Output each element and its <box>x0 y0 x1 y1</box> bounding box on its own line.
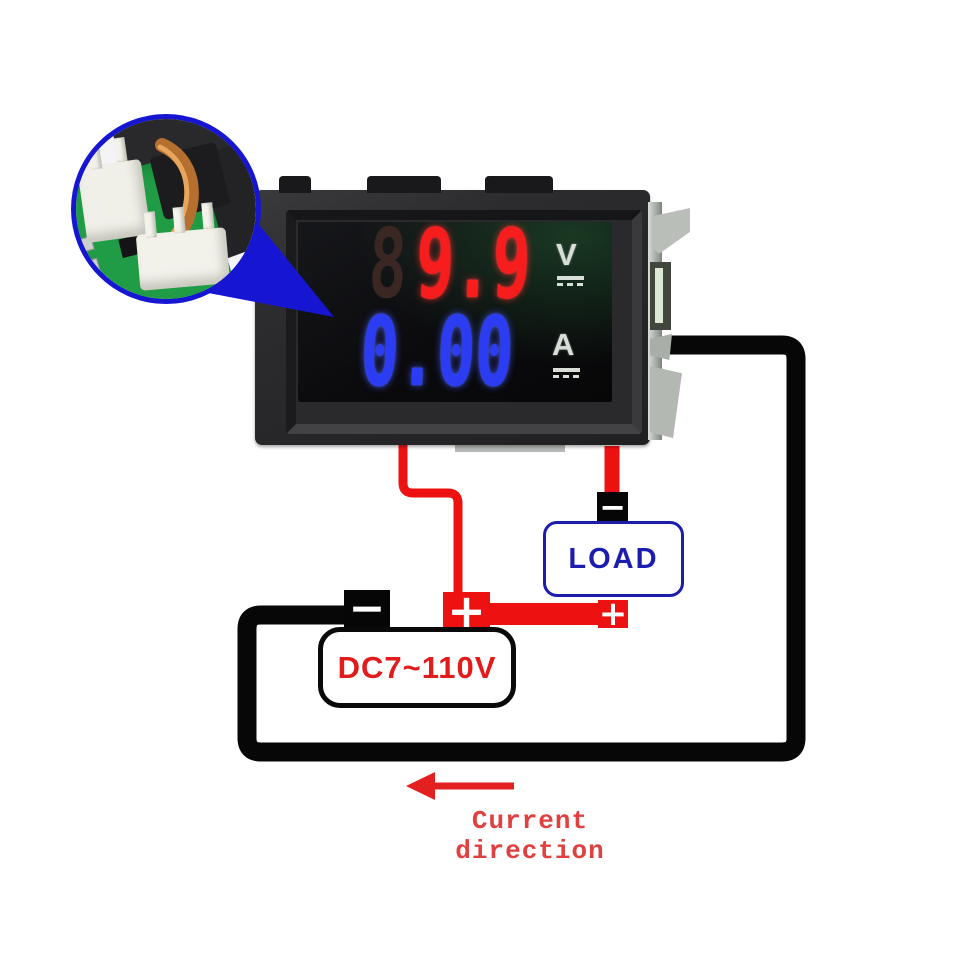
side-connector-pin <box>655 268 663 323</box>
load-label: LOAD <box>568 542 659 575</box>
dc-symbol-icon <box>557 276 584 286</box>
dc-symbol-line <box>557 276 584 280</box>
black-negative-loop-wire <box>237 335 806 762</box>
volts-unit-label: V <box>556 237 577 272</box>
dc-symbol-icon <box>553 368 580 378</box>
red-voltage-sense-wire <box>398 441 463 602</box>
power-source-label: DC7~110V <box>337 649 497 685</box>
display-glass: 89.9 0.00 V A <box>298 222 612 402</box>
mounting-tab <box>485 176 553 193</box>
load-negative-terminal: − <box>597 491 628 523</box>
power-source-box: DC7~110V <box>318 627 516 708</box>
load-box: LOAD <box>543 521 684 597</box>
side-connector-slot <box>650 262 671 330</box>
power-negative-terminal: − <box>344 587 390 631</box>
current-direction-arrow <box>406 772 514 800</box>
magnifier-inset <box>71 114 261 304</box>
current-direction-label: Current direction <box>455 806 605 866</box>
spring-clip-middle <box>650 334 672 360</box>
load-positive-terminal: + <box>598 594 628 634</box>
module-bottom-edge <box>455 444 565 452</box>
power-positive-terminal: + <box>443 588 490 634</box>
dc-symbol-line <box>553 368 580 372</box>
white-connector-3pin <box>135 202 231 291</box>
mounting-tab <box>367 176 441 193</box>
connector-pin <box>201 202 215 230</box>
amps-unit-label: A <box>552 327 575 362</box>
connector-pin <box>172 206 186 234</box>
dc-symbol-dashes <box>557 283 584 286</box>
white-connector-2pin <box>77 136 151 244</box>
dc-symbol-dashes <box>553 375 580 378</box>
connector-pin <box>143 211 157 239</box>
panel-meter-module: 89.9 0.00 V A <box>255 176 650 445</box>
mounting-tab <box>279 176 311 193</box>
